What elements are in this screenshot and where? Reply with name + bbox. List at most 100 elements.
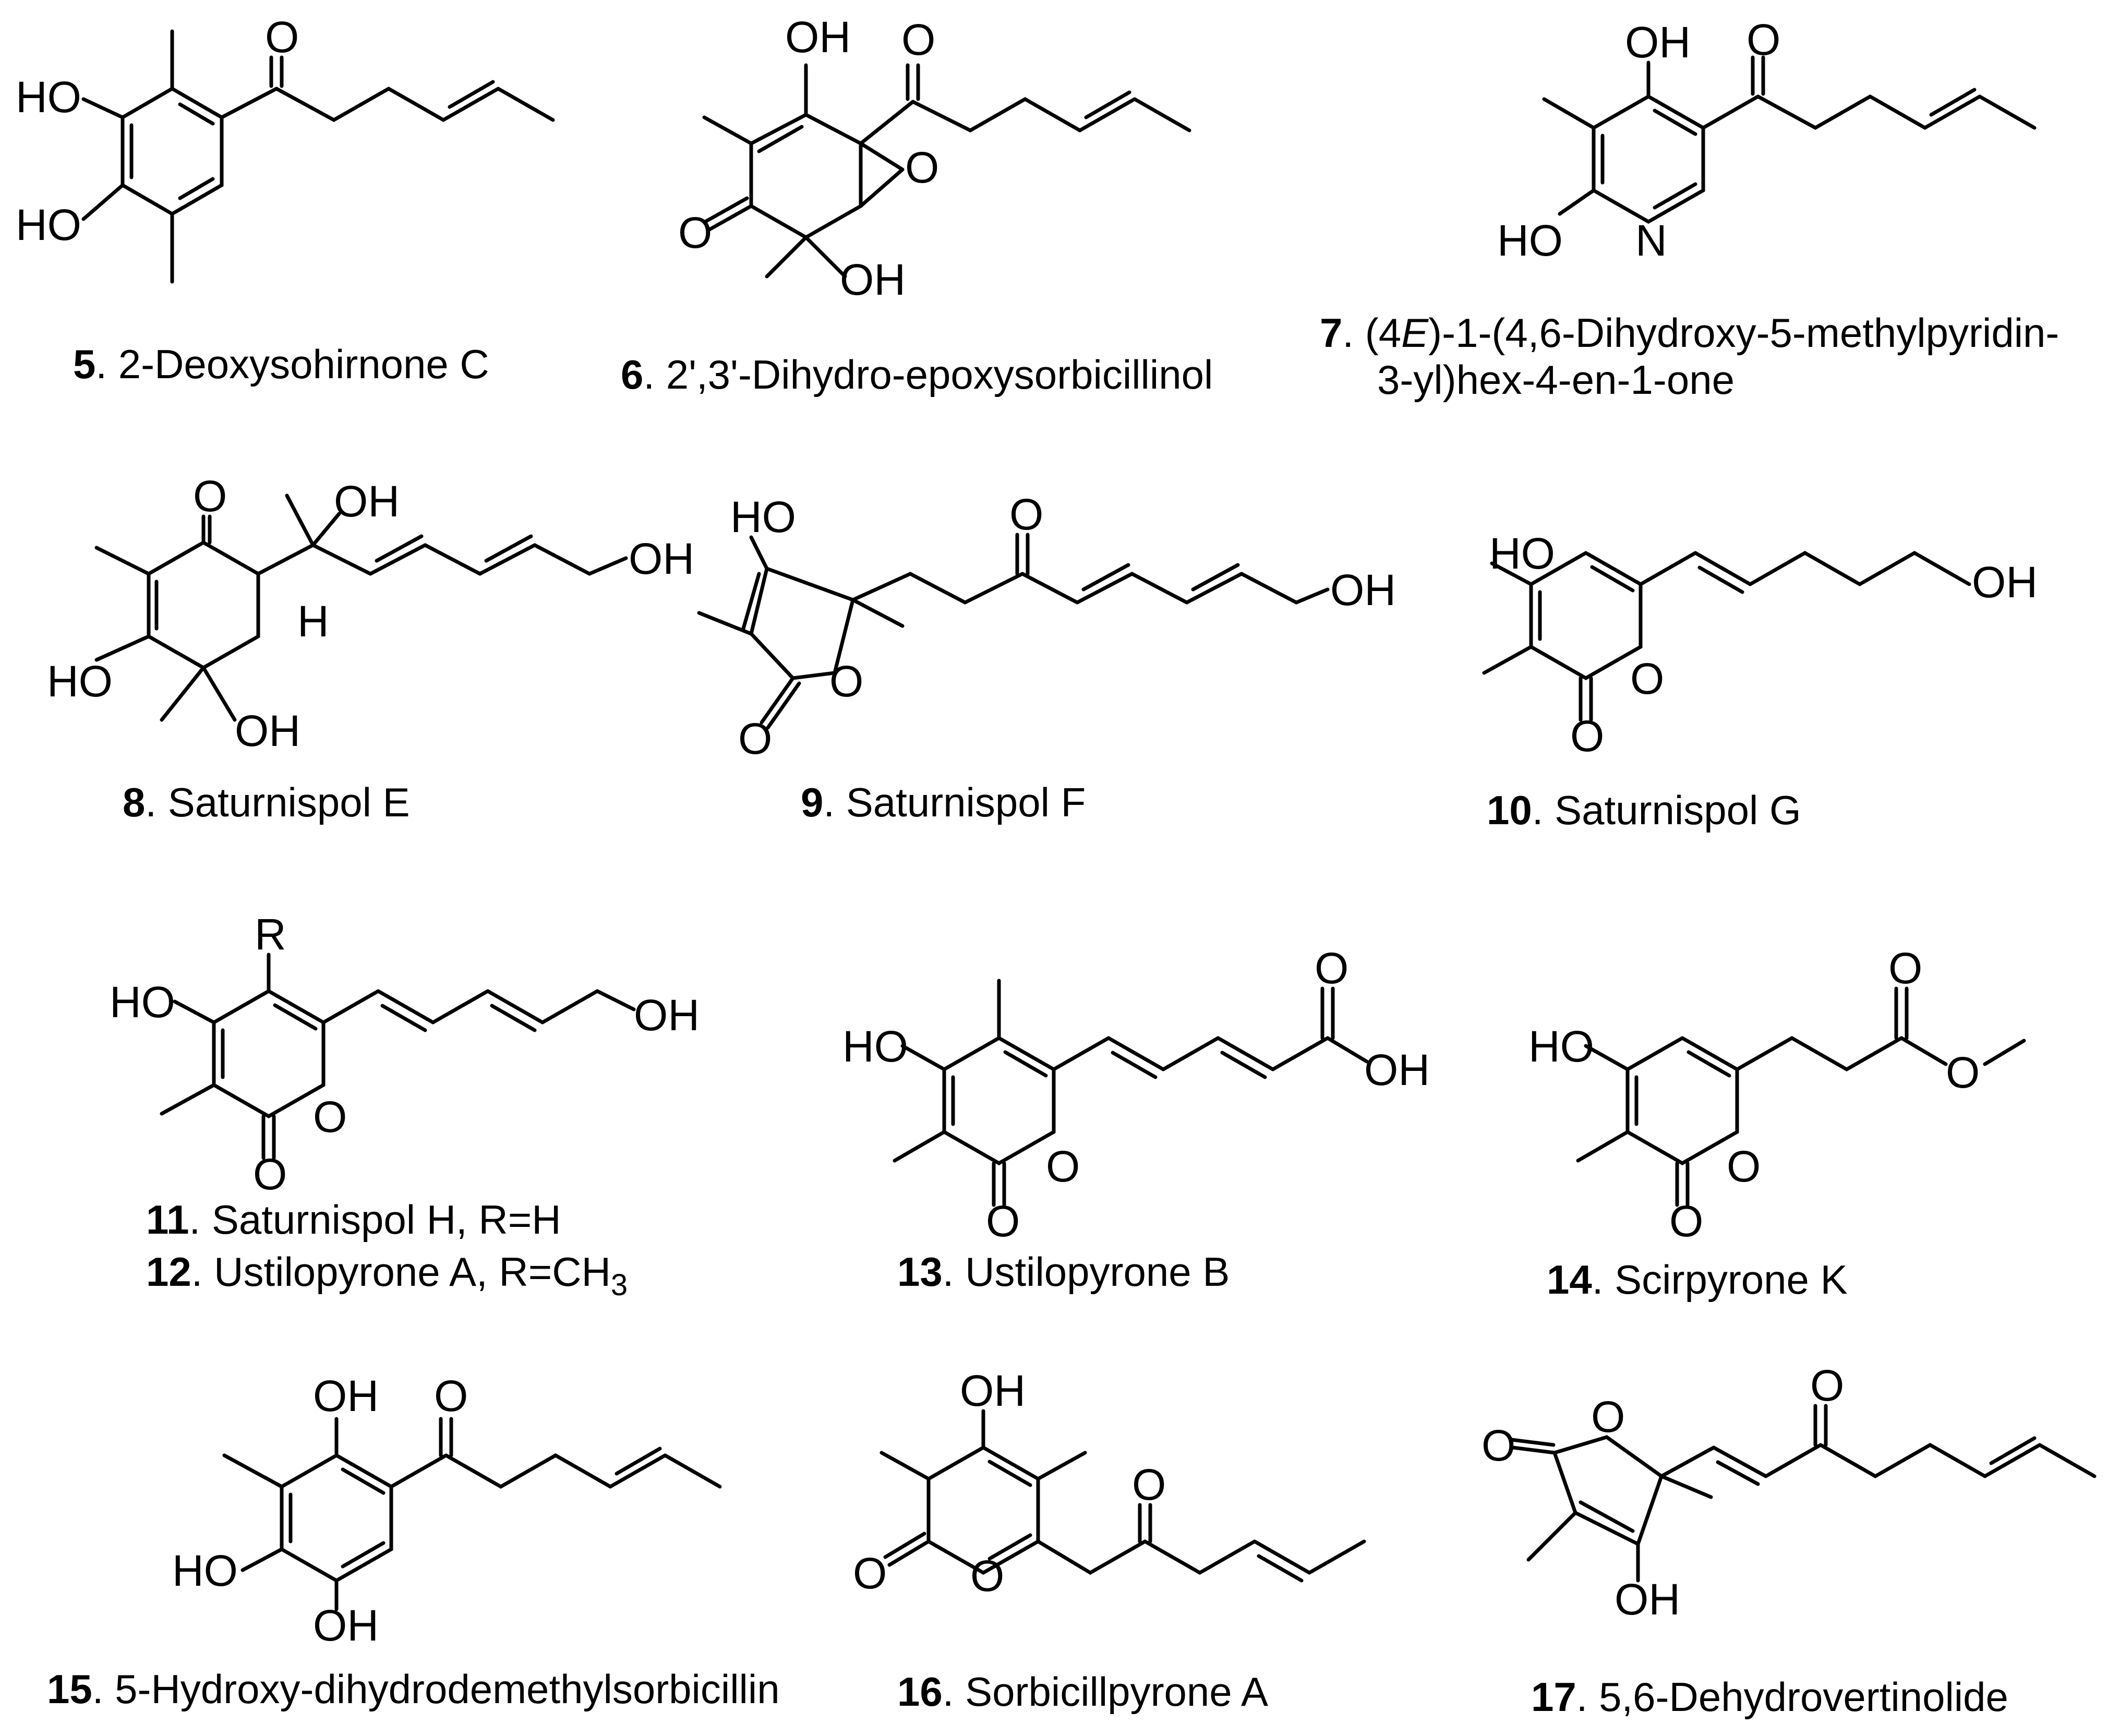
- structure-17: O O O OH: [1481, 1361, 2097, 1624]
- structure-13: O HO OH O O: [842, 944, 1430, 1246]
- atom-label: HO: [16, 200, 81, 249]
- atom-label: HO: [47, 657, 113, 706]
- compound-number: 14: [1547, 1257, 1592, 1303]
- atom-label: OH: [313, 1371, 379, 1420]
- caption-7-line2: 3-yl)hex-4-en-1-one: [1377, 357, 1734, 403]
- atom-label: OH: [1972, 558, 2038, 607]
- atom-label: O: [434, 1371, 468, 1420]
- caption-8: 8. Saturnispol E: [123, 779, 410, 825]
- caption-17: 17. 5,6-Dehydrovertinolide: [1531, 1674, 2008, 1720]
- compound-number: 13: [897, 1249, 943, 1295]
- atom-label: O: [853, 1549, 887, 1598]
- compound-number: 6: [621, 352, 643, 397]
- atom-label: OH: [634, 991, 700, 1040]
- atom-label: OH: [235, 706, 300, 755]
- caption-7-line1: 7. (4E)-1-(4,6-Dihydroxy-5-methylpyridin…: [1320, 310, 2059, 356]
- atom-label: R: [255, 910, 286, 959]
- atom-label: O: [1727, 1142, 1761, 1191]
- atom-label: O: [1046, 1142, 1080, 1191]
- compound-name: Saturnispol G: [1555, 787, 1801, 833]
- structure-6: OH O O O OH: [678, 13, 1191, 304]
- atom-label: O: [1591, 1392, 1625, 1441]
- compound-number: 9: [801, 779, 823, 825]
- compound-number: 15: [47, 1666, 92, 1712]
- atom-label: HO: [1489, 529, 1555, 578]
- compound-number: 7: [1320, 310, 1342, 356]
- compound-number: 17: [1531, 1674, 1576, 1720]
- atom-label: OH: [1364, 1045, 1430, 1094]
- atom-label: O: [1009, 490, 1043, 539]
- compound-name: Ustilopyrone A, R=CH: [214, 1249, 611, 1295]
- caption-6: 6. 2',3'-Dihydro-epoxysorbicillinol: [621, 352, 1213, 397]
- compound-name: 5-Hydroxy-dihydrodemethylsorbicillin: [115, 1666, 779, 1712]
- atom-label: HO: [1497, 216, 1563, 265]
- atom-label: OH: [1330, 565, 1396, 614]
- atom-label: OH: [960, 1366, 1026, 1415]
- atom-label: O: [1630, 654, 1664, 703]
- structure-7: OH O HO N: [1497, 15, 2037, 265]
- atom-label: O: [1669, 1197, 1703, 1246]
- structure-5: HO HO O: [16, 13, 555, 284]
- atom-label: O: [905, 143, 939, 192]
- structure-10: HO OH O O: [1482, 529, 2038, 761]
- atom-label: OH: [1625, 18, 1691, 67]
- atom-label: HO: [730, 492, 796, 541]
- structure-14: O HO O O O: [1528, 944, 2026, 1246]
- atom-label: O: [1810, 1361, 1844, 1410]
- caption-14: 14. Scirpyrone K: [1547, 1257, 1848, 1303]
- compound-name: 2',3'-Dihydro-epoxysorbicillinol: [666, 352, 1213, 397]
- caption-15: 15. 5-Hydroxy-dihydrodemethylsorbicillin: [47, 1666, 780, 1712]
- atom-label: HO: [1528, 1022, 1594, 1071]
- atom-label: H: [297, 597, 329, 646]
- structure-15: OH O HO OH: [172, 1371, 722, 1650]
- atom-label: OH: [840, 255, 906, 304]
- structure-11-12: R HO OH O O: [110, 910, 700, 1199]
- structure-16: OH O O O: [853, 1366, 1366, 1600]
- compound-name: 5,6-Dehydrovertinolide: [1599, 1674, 2008, 1720]
- compound-name: Ustilopyrone B: [965, 1249, 1230, 1295]
- compound-number: 11: [146, 1197, 189, 1243]
- atom-label: OH: [785, 13, 851, 62]
- caption-13: 13. Ustilopyrone B: [897, 1249, 1230, 1295]
- atom-label: O: [193, 472, 227, 521]
- caption-5: 5. 2-Deoxysohirnone C: [73, 341, 489, 387]
- atom-label: HO: [172, 1546, 238, 1595]
- atom-label: HO: [110, 978, 175, 1027]
- compound-name: 2-Deoxysohirnone C: [118, 341, 489, 387]
- atom-label: O: [1315, 944, 1348, 993]
- atom-label: O: [738, 714, 772, 763]
- compound-name: Scirpyrone K: [1615, 1257, 1848, 1303]
- atom-label: O: [1888, 944, 1922, 993]
- atom-label: N: [1635, 216, 1667, 265]
- atom-label: O: [265, 13, 299, 62]
- atom-label: O: [1132, 1460, 1166, 1509]
- compound-number: 16: [897, 1669, 943, 1715]
- compound-name: Saturnispol E: [168, 779, 410, 825]
- atom-label: O: [678, 208, 712, 257]
- atom-label: O: [253, 1150, 287, 1199]
- atom-label: O: [1570, 712, 1604, 761]
- compound-name: Saturnispol F: [846, 779, 1086, 825]
- structure-8: O OH OH H HO OH: [47, 472, 694, 755]
- atom-label: O: [986, 1197, 1020, 1246]
- caption-16: 16. Sorbicillpyrone A: [897, 1669, 1268, 1715]
- compound-number: 10: [1487, 787, 1532, 833]
- atom-label: OH: [313, 1601, 379, 1650]
- atom-label: OH: [1615, 1575, 1680, 1624]
- compound-number: 5: [73, 341, 95, 387]
- atom-label: HO: [842, 1022, 908, 1071]
- atom-label: O: [829, 657, 863, 706]
- atom-label: HO: [16, 73, 81, 122]
- compound-number: 8: [123, 779, 145, 825]
- atom-label: OH: [334, 477, 400, 526]
- atom-label: O: [901, 15, 935, 64]
- compound-name: Sorbicillpyrone A: [965, 1669, 1268, 1715]
- caption-12: 12. Ustilopyrone A, R=CH3: [146, 1249, 628, 1302]
- atom-label: OH: [629, 534, 694, 583]
- atom-label: O: [970, 1551, 1004, 1600]
- structure-9: HO O OH O O: [697, 490, 1396, 763]
- caption-9: 9. Saturnispol F: [801, 779, 1086, 825]
- caption-10: 10. Saturnispol G: [1487, 787, 1801, 833]
- caption-11: 11. Saturnispol H, R=H: [146, 1197, 561, 1243]
